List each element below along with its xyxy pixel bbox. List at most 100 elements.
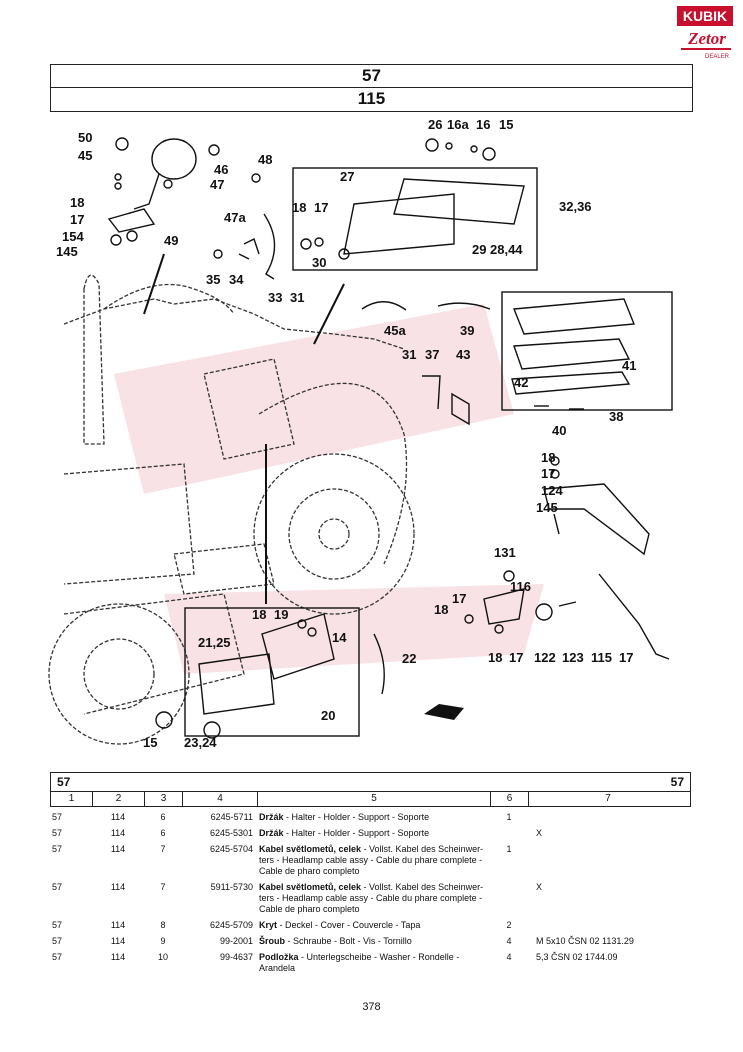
part-callout: 17 — [452, 591, 466, 606]
cell-position: 10 — [157, 952, 168, 962]
part-callout: 20 — [321, 708, 335, 723]
cell-group: 57 — [52, 920, 63, 930]
part-callout: 48 — [258, 152, 272, 167]
part-callout: 41 — [622, 358, 636, 373]
cell-quantity — [490, 828, 528, 839]
cell-note: X — [536, 828, 543, 838]
part-callout: 34 — [229, 272, 244, 287]
part-callout: 42 — [514, 375, 528, 390]
cell-part-number: 5911-5730 — [210, 882, 253, 892]
part-callout: 145 — [536, 500, 558, 515]
part-callout: 35 — [206, 272, 220, 287]
cell-part-number: 99-2001 — [219, 936, 253, 946]
part-callout: 45a — [384, 323, 406, 338]
part-callout: 33 — [268, 290, 282, 305]
column-header: 3 — [145, 792, 183, 806]
cell-part-number: 99-4637 — [219, 952, 253, 962]
group-left: 57 — [57, 775, 71, 789]
subgroup-number: 115 — [51, 87, 692, 110]
part-callout: 17 — [619, 650, 633, 665]
part-callout: 38 — [609, 409, 623, 424]
table-row: 57 114 8 6245-5709 Kryt - Deckel - Cover… — [50, 920, 691, 931]
cell-quantity: 4 — [506, 936, 512, 946]
cell-description: Držák - Halter - Holder - Support - Sopo… — [259, 812, 430, 822]
tractor-outline — [48, 274, 415, 745]
cell-group: 57 — [52, 828, 63, 838]
tail-lamp-inset — [292, 138, 538, 271]
leader-arrows — [143, 253, 345, 604]
table-row: 57 114 6 6245-5711 Držák - Halter - Hold… — [50, 812, 691, 823]
part-callout: 115 — [591, 650, 612, 665]
part-callout: 18 — [488, 650, 502, 665]
part-callout: 31 — [290, 290, 304, 305]
cell-subgroup: 114 — [110, 952, 126, 962]
part-callout: 15 — [499, 117, 513, 132]
part-callout: 21,25 — [198, 635, 231, 650]
part-callout: 116 — [510, 579, 531, 594]
part-callout: 47 — [210, 177, 224, 192]
part-callout: 37 — [425, 347, 439, 362]
group-header: 57 115 — [50, 64, 693, 112]
part-callout: 17 — [314, 200, 328, 215]
table-row: 57 114 7 5911-5730 Kabel světlometů, cel… — [50, 882, 691, 915]
cell-part-number: 6245-5709 — [209, 920, 253, 930]
cell-description: Kryt - Deckel - Cover - Couvercle - Tapa — [259, 920, 421, 930]
cell-group: 57 — [52, 882, 63, 892]
column-header: 7 — [605, 793, 611, 804]
part-callout: 49 — [164, 233, 178, 248]
part-callout: 47a — [224, 210, 246, 225]
cell-subgroup: 114 — [110, 882, 126, 892]
part-callout: 15 — [143, 735, 157, 750]
cell-part-number: 6245-5711 — [210, 812, 253, 822]
cell-subgroup: 114 — [110, 812, 126, 822]
cell-position: 7 — [160, 882, 166, 892]
cell-quantity: 2 — [506, 920, 512, 930]
part-callout: 27 — [340, 169, 354, 184]
rear-lamp-set — [361, 291, 673, 660]
table-row: 57 114 9 99-2001 Šroub - Schraube - Bolt… — [50, 936, 691, 947]
part-callout: 131 — [494, 545, 516, 560]
part-callout: 16 — [476, 117, 490, 132]
part-callout: 40 — [552, 423, 566, 438]
page-number: 378 — [362, 1001, 381, 1013]
table-row: 57 114 7 6245-5704 Kabel světlometů, cel… — [50, 844, 691, 877]
cell-group: 57 — [52, 936, 63, 946]
part-callout: 50 — [78, 130, 92, 145]
cell-description: Kabel světlometů, celek - Vollst. Kabel … — [259, 844, 484, 876]
cell-group: 57 — [52, 844, 63, 854]
part-callout: 18 — [434, 602, 448, 617]
part-callout: 145 — [56, 244, 78, 259]
part-callout: 29 — [472, 242, 486, 257]
column-header: 5 — [258, 792, 491, 806]
part-callout: 18 — [541, 450, 555, 465]
table-group-bar: 57 57 — [50, 772, 691, 792]
table-row: 57 114 10 99-4637 Podložka - Unterlegsch… — [50, 952, 691, 974]
cell-description: Kabel světlometů, celek - Vollst. Kabel … — [259, 882, 484, 914]
direction-arrow — [424, 704, 464, 720]
part-callout: 18 — [292, 200, 306, 215]
cell-description: Podložka - Unterlegscheibe - Washer - Ro… — [259, 952, 460, 973]
cell-position: 9 — [160, 936, 166, 946]
svg-text:KUBIK: KUBIK — [683, 8, 727, 24]
cell-note — [528, 812, 686, 823]
group-right: 57 — [670, 775, 684, 789]
part-callout: 123 — [562, 650, 584, 665]
part-callout: 17 — [541, 466, 555, 481]
part-callout: 31 — [402, 347, 416, 362]
part-callout: 22 — [402, 651, 416, 666]
cell-position: 6 — [160, 812, 166, 822]
part-callout: 45 — [78, 148, 92, 163]
part-callout: 32,36 — [559, 199, 592, 214]
table-row: 57 114 6 6245-5301 Držák - Halter - Hold… — [50, 828, 691, 839]
column-header: 4 — [183, 792, 258, 806]
column-headers: 1 2 3 4 5 6 7 — [50, 792, 691, 807]
svg-text:DEALER: DEALER — [705, 54, 730, 60]
cell-description: Šroub - Schraube - Bolt - Vis - Tornillo — [259, 936, 412, 946]
part-callout: 18 — [252, 607, 266, 622]
group-number: 57 — [362, 66, 381, 85]
svg-text:Zetor: Zetor — [687, 29, 726, 48]
part-callout: 19 — [274, 607, 288, 622]
cell-part-number: 6245-5301 — [209, 828, 253, 838]
part-callout: 14 — [332, 630, 347, 645]
